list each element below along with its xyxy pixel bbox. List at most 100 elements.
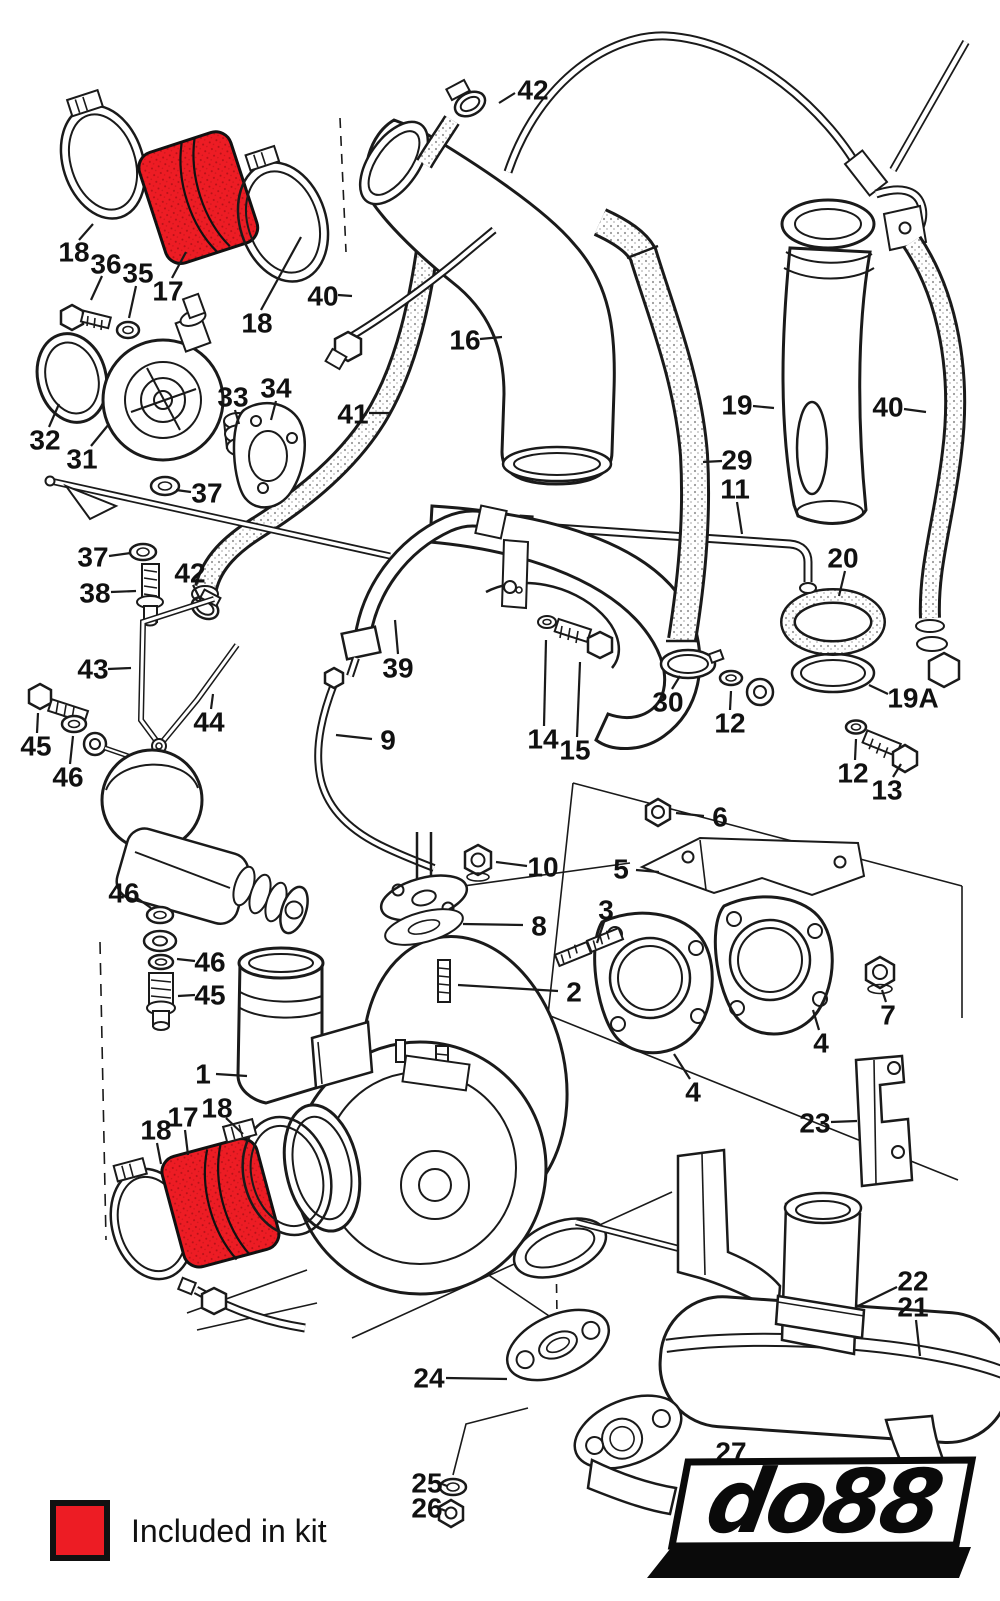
drain-pipe xyxy=(176,1276,306,1333)
oil-pipe-40-upper xyxy=(324,226,497,371)
nut-10 xyxy=(463,843,493,882)
part-label-42: 42 xyxy=(174,558,205,589)
logo-box xyxy=(667,1456,977,1550)
leader-line-21 xyxy=(914,1319,922,1357)
leader-line-45 xyxy=(177,993,196,998)
leader-line-23 xyxy=(830,1119,858,1124)
part-label-32: 32 xyxy=(29,425,60,456)
do88-logo: do88 xyxy=(647,1451,977,1578)
gasket-32 xyxy=(35,332,109,424)
part-label-11: 11 xyxy=(720,474,750,505)
part-label-39: 39 xyxy=(382,653,413,684)
oil-pipe-9 xyxy=(314,666,436,872)
leader-line-45 xyxy=(35,712,40,734)
leader-line-36 xyxy=(90,275,103,301)
hose-clamp-18-left xyxy=(59,88,147,220)
leader-line-22 xyxy=(857,1286,898,1307)
part-label-31: 31 xyxy=(66,444,97,475)
wastegate-body xyxy=(115,827,250,925)
legend-label: Included in kit xyxy=(131,1513,327,1549)
part-label-18: 18 xyxy=(58,237,89,268)
oil-pipe-arc xyxy=(503,31,970,689)
inlet-tube-1 xyxy=(236,946,325,1105)
red-hose-top-assembly xyxy=(59,88,330,283)
legend: Included in kit xyxy=(50,1500,327,1561)
part-label-7: 7 xyxy=(880,1000,896,1031)
leader-line-37 xyxy=(175,488,192,494)
drain-flange-group xyxy=(437,1308,683,1529)
leader-line-40 xyxy=(903,407,927,414)
hose-clamp-18-right xyxy=(236,144,330,283)
bolt-15 xyxy=(553,617,614,660)
part-label-20: 20 xyxy=(827,543,858,574)
leader-lines xyxy=(35,92,927,1513)
flange-lower xyxy=(573,1394,683,1470)
crossover-pipe xyxy=(428,504,725,751)
part-label-34: 34 xyxy=(260,373,292,404)
leader-line-3 xyxy=(595,921,606,944)
leader-line-46 xyxy=(68,735,75,765)
leader-line-33 xyxy=(233,409,241,425)
leader-line-46 xyxy=(176,957,196,963)
intake-duct xyxy=(676,1148,782,1315)
inlet-cylinder xyxy=(774,1191,866,1356)
part-label-12: 12 xyxy=(714,708,745,739)
leader-line-37 xyxy=(108,551,132,558)
nut-26 xyxy=(437,1498,465,1529)
leader-line-32 xyxy=(47,403,61,428)
oil-drain-flange-8 xyxy=(379,832,469,946)
part-label-24: 24 xyxy=(413,1363,445,1394)
washer-46a xyxy=(60,714,88,734)
intake-pipe-16 xyxy=(358,78,616,486)
vent-stub-42 xyxy=(416,78,487,169)
valve-31 xyxy=(101,292,225,462)
leader-line-31 xyxy=(90,423,110,447)
gasket-8 xyxy=(384,908,464,946)
part-label-35: 35 xyxy=(122,258,153,289)
leader-line-18 xyxy=(78,223,94,241)
valve-cluster xyxy=(35,292,306,627)
part-label-46: 46 xyxy=(194,947,225,978)
leader-line-10 xyxy=(495,860,528,868)
part-label-9: 9 xyxy=(380,725,396,756)
leader-line-39 xyxy=(393,619,400,655)
part-label-6: 6 xyxy=(712,802,728,833)
union-nut-icon xyxy=(340,625,382,661)
logo-stripe xyxy=(647,1547,971,1578)
banjo-bolt-45b xyxy=(146,972,176,1031)
part-label-30: 30 xyxy=(652,687,683,718)
part-label-18: 18 xyxy=(241,308,272,339)
clamp-22 xyxy=(774,1294,866,1340)
leader-line-18 xyxy=(225,1117,244,1135)
part-label-46: 46 xyxy=(52,762,83,793)
part-label-16: 16 xyxy=(449,325,480,356)
stud-3a xyxy=(553,940,593,968)
part-label-41: 41 xyxy=(337,399,368,430)
oil-pipe-39 xyxy=(340,504,508,678)
leader-line-1 xyxy=(215,1072,248,1078)
gasket-group xyxy=(553,669,919,1055)
nut-6 xyxy=(644,797,672,828)
part-label-44: 44 xyxy=(193,707,225,738)
leader-line-26 xyxy=(440,1507,447,1513)
part-label-36: 36 xyxy=(90,249,121,280)
part-label-45: 45 xyxy=(20,731,51,762)
part-label-38: 38 xyxy=(79,578,110,609)
leader-line-17 xyxy=(183,1129,190,1156)
scroll-flange xyxy=(310,1020,374,1090)
leader-line-4 xyxy=(673,1053,691,1080)
leader-line-43 xyxy=(107,666,132,671)
washer-46c xyxy=(147,953,175,971)
leader-line-44 xyxy=(209,693,215,710)
leader-line-42 xyxy=(192,584,202,602)
bracket-5 xyxy=(639,836,866,897)
linkage-rods xyxy=(44,475,391,754)
red-hose-bottom-assembly xyxy=(109,1103,362,1281)
leader-line-18 xyxy=(260,236,302,311)
part-label-15: 15 xyxy=(559,735,590,766)
hose-29 xyxy=(593,208,711,643)
leader-line-46 xyxy=(136,897,152,909)
leader-line-2 xyxy=(457,983,559,993)
